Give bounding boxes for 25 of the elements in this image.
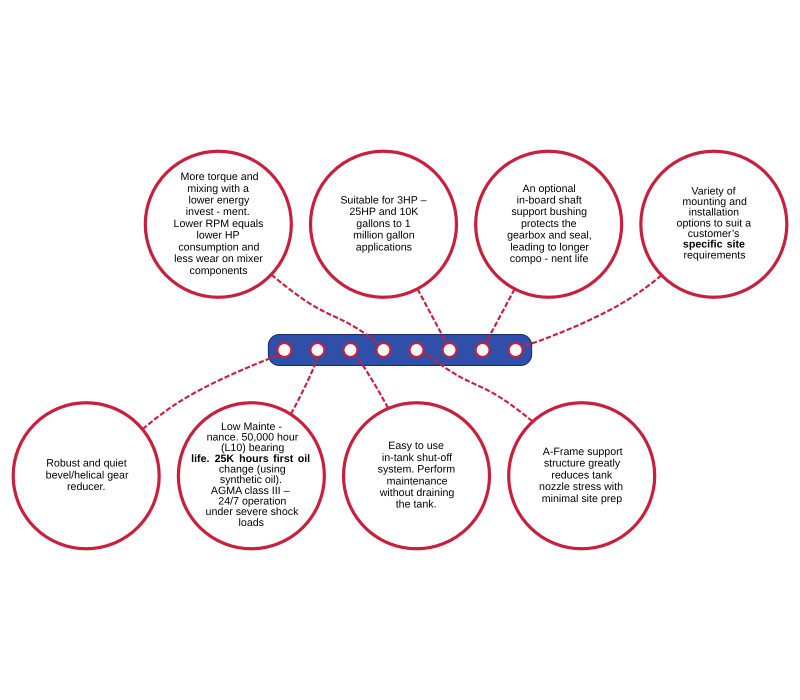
- connector: [416, 288, 448, 344]
- node-circle: Robust and quiet bevel/helical gear reducer.: [12, 401, 161, 550]
- connector: [422, 351, 534, 422]
- node-circle: A-Frame support structure greatly reduces tank nozzle stress with minimal site prep: [507, 401, 656, 550]
- node-circle: [309, 342, 326, 358]
- node-circle: [442, 342, 458, 358]
- connector: [142, 354, 280, 430]
- node-circle: Low Mainte - nance. 50,000 hour (L10) bearing life. 25K hours first oil change (using synthetic oil). AGMA class III – 24/7 operation under severe shock loads: [176, 401, 326, 550]
- connector: [354, 354, 390, 409]
- node-circle: Variety of mounting and installation options to suit a customer’s specific site requirements: [639, 150, 788, 299]
- node-circle: Easy to use in-tank shut-off system. Perform maintenance without draining the tank.: [342, 401, 492, 550]
- node-circle: [408, 342, 424, 358]
- connector: [484, 288, 516, 344]
- node-circle: [276, 342, 292, 358]
- node-circle: An optional in-board shaft support bushing protects the gearbox and seal, leading to longer compo - nent life: [474, 150, 624, 299]
- node-circle: [342, 342, 358, 358]
- cluster: [268, 334, 532, 366]
- connector: [522, 274, 662, 348]
- node-circle: [376, 342, 392, 358]
- node-circle: Suitable for 3HP – 25HP and 10K gallons to 1 million gallon applications: [308, 150, 458, 299]
- node-circle: [508, 342, 524, 358]
- node-circle: More torque and mixing with a lower energy invest - ment. Lower RPM equals lower HP consumption and less wear on mixer components: [144, 150, 293, 299]
- connector: [290, 356, 319, 415]
- connector: [270, 274, 380, 346]
- node-circle: [474, 342, 491, 358]
